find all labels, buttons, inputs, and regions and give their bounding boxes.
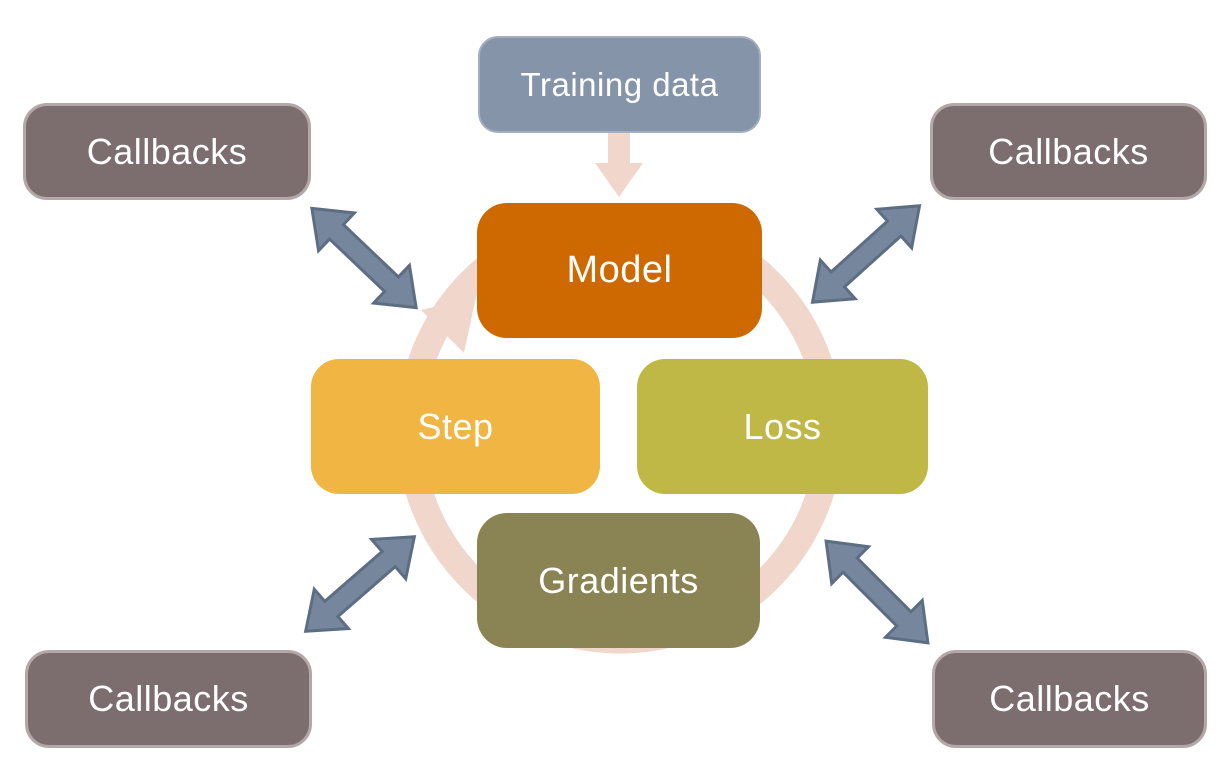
double-arrow-icon: [824, 539, 930, 645]
cycle-arrowhead-icon: [421, 297, 476, 353]
connector-arrow-top-left: [310, 206, 418, 310]
double-arrow-icon: [810, 204, 922, 304]
gradients-label: Gradients: [538, 559, 699, 601]
double-arrow-icon: [303, 535, 417, 633]
double-arrow-icon: [310, 206, 418, 310]
callbacks-node-top-right: Callbacks: [930, 103, 1207, 200]
loss-label: Loss: [743, 405, 822, 447]
gradients-node: Gradients: [477, 513, 760, 648]
connector-arrow-top-right: [810, 204, 922, 304]
callbacks-node-bottom-right: Callbacks: [932, 650, 1207, 748]
training-to-model-arrow-icon: [595, 133, 643, 197]
callbacks-label: Callbacks: [988, 130, 1149, 172]
callbacks-label: Callbacks: [989, 678, 1150, 719]
training-data-label: Training data: [520, 65, 719, 103]
callbacks-label: Callbacks: [88, 678, 249, 719]
callbacks-node-bottom-left: Callbacks: [25, 650, 312, 748]
step-node: Step: [311, 359, 600, 494]
model-node: Model: [477, 203, 762, 338]
callbacks-label: Callbacks: [86, 130, 248, 172]
step-label: Step: [417, 405, 494, 447]
training-data-node: Training data: [478, 36, 761, 133]
callbacks-node-top-left: Callbacks: [23, 103, 311, 200]
connector-arrow-bottom-right: [824, 539, 930, 645]
connector-arrow-bottom-left: [303, 535, 417, 633]
loss-node: Loss: [637, 359, 928, 494]
model-label: Model: [566, 249, 673, 291]
